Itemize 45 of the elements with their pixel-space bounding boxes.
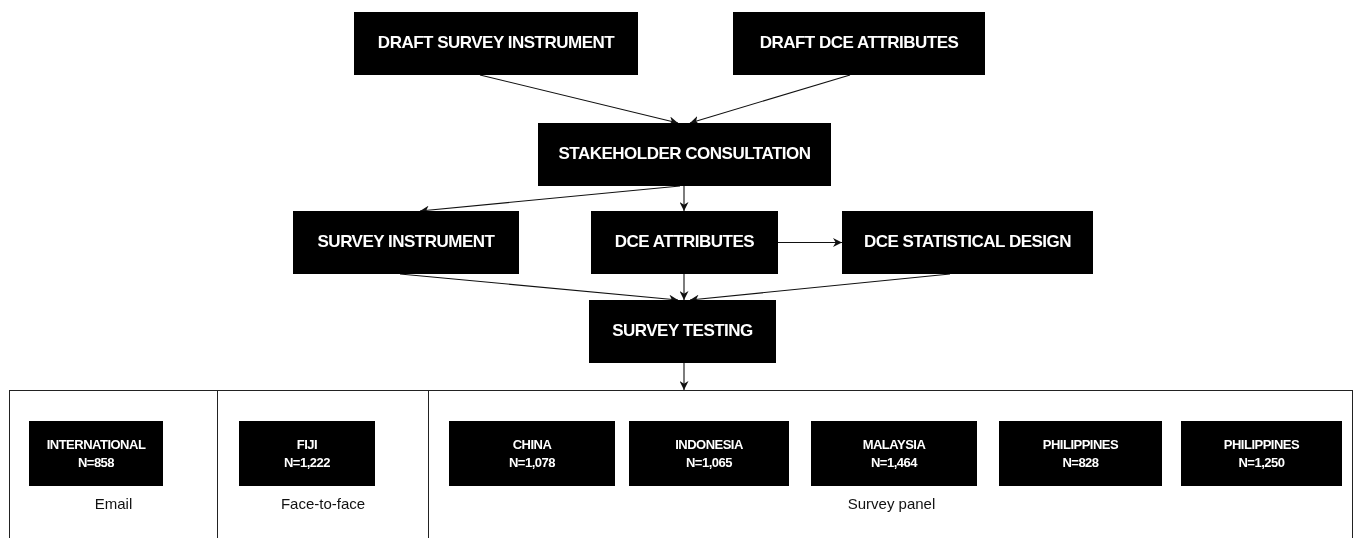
box-text: PHILIPPINES [1042,435,1119,454]
process-box [239,421,375,486]
process-box [1181,421,1342,486]
process-box [293,211,519,274]
box-text: DCE ATTRIBUTES [614,231,755,254]
box-text: FIJI [296,435,318,454]
arrow [479,74,679,126]
process-box [589,300,776,363]
section-label: Survey panel [846,495,937,512]
process-box [733,12,985,75]
section-label: Email [93,495,134,512]
box-text: N=1,222 [284,453,330,472]
process-box [811,421,977,486]
box-text: CHINA [512,435,552,454]
box-text: N=1,065 [686,453,732,472]
box-text: DRAFT SURVEY INSTRUMENT [377,32,615,55]
box-text: DCE STATISTICAL DESIGN [863,231,1072,254]
box-text: N=828 [1062,453,1099,472]
arrow [777,238,843,247]
box-text: N=1,078 [509,453,555,472]
process-box [538,123,831,186]
arrow [689,74,851,125]
arrow [679,362,689,391]
process-box [354,12,638,75]
box-text: SURVEY TESTING [612,320,753,343]
process-box [29,421,163,486]
arrow [679,273,689,301]
box-text: DRAFT DCE ATTRIBUTES [759,32,959,55]
box-text: N=1,250 [1238,453,1285,472]
group-panel [9,390,1353,538]
box-text: SURVEY INSTRUMENT [317,231,495,254]
process-box [629,421,789,486]
process-box [449,421,615,486]
box-text: N=858 [77,453,115,472]
section-label: Face-to-face [279,495,367,512]
box-text: STAKEHOLDER CONSULTATION [558,143,811,166]
process-box [999,421,1162,486]
process-box [842,211,1093,274]
box-text: INDONESIA [675,435,743,454]
box-text: INTERNATIONAL [46,435,146,454]
arrow [679,185,689,212]
process-box [591,211,778,274]
box-text: N=1,464 [871,453,917,472]
box-text: PHILIPPINES [1223,435,1300,454]
box-text: MALAYSIA [862,435,926,454]
